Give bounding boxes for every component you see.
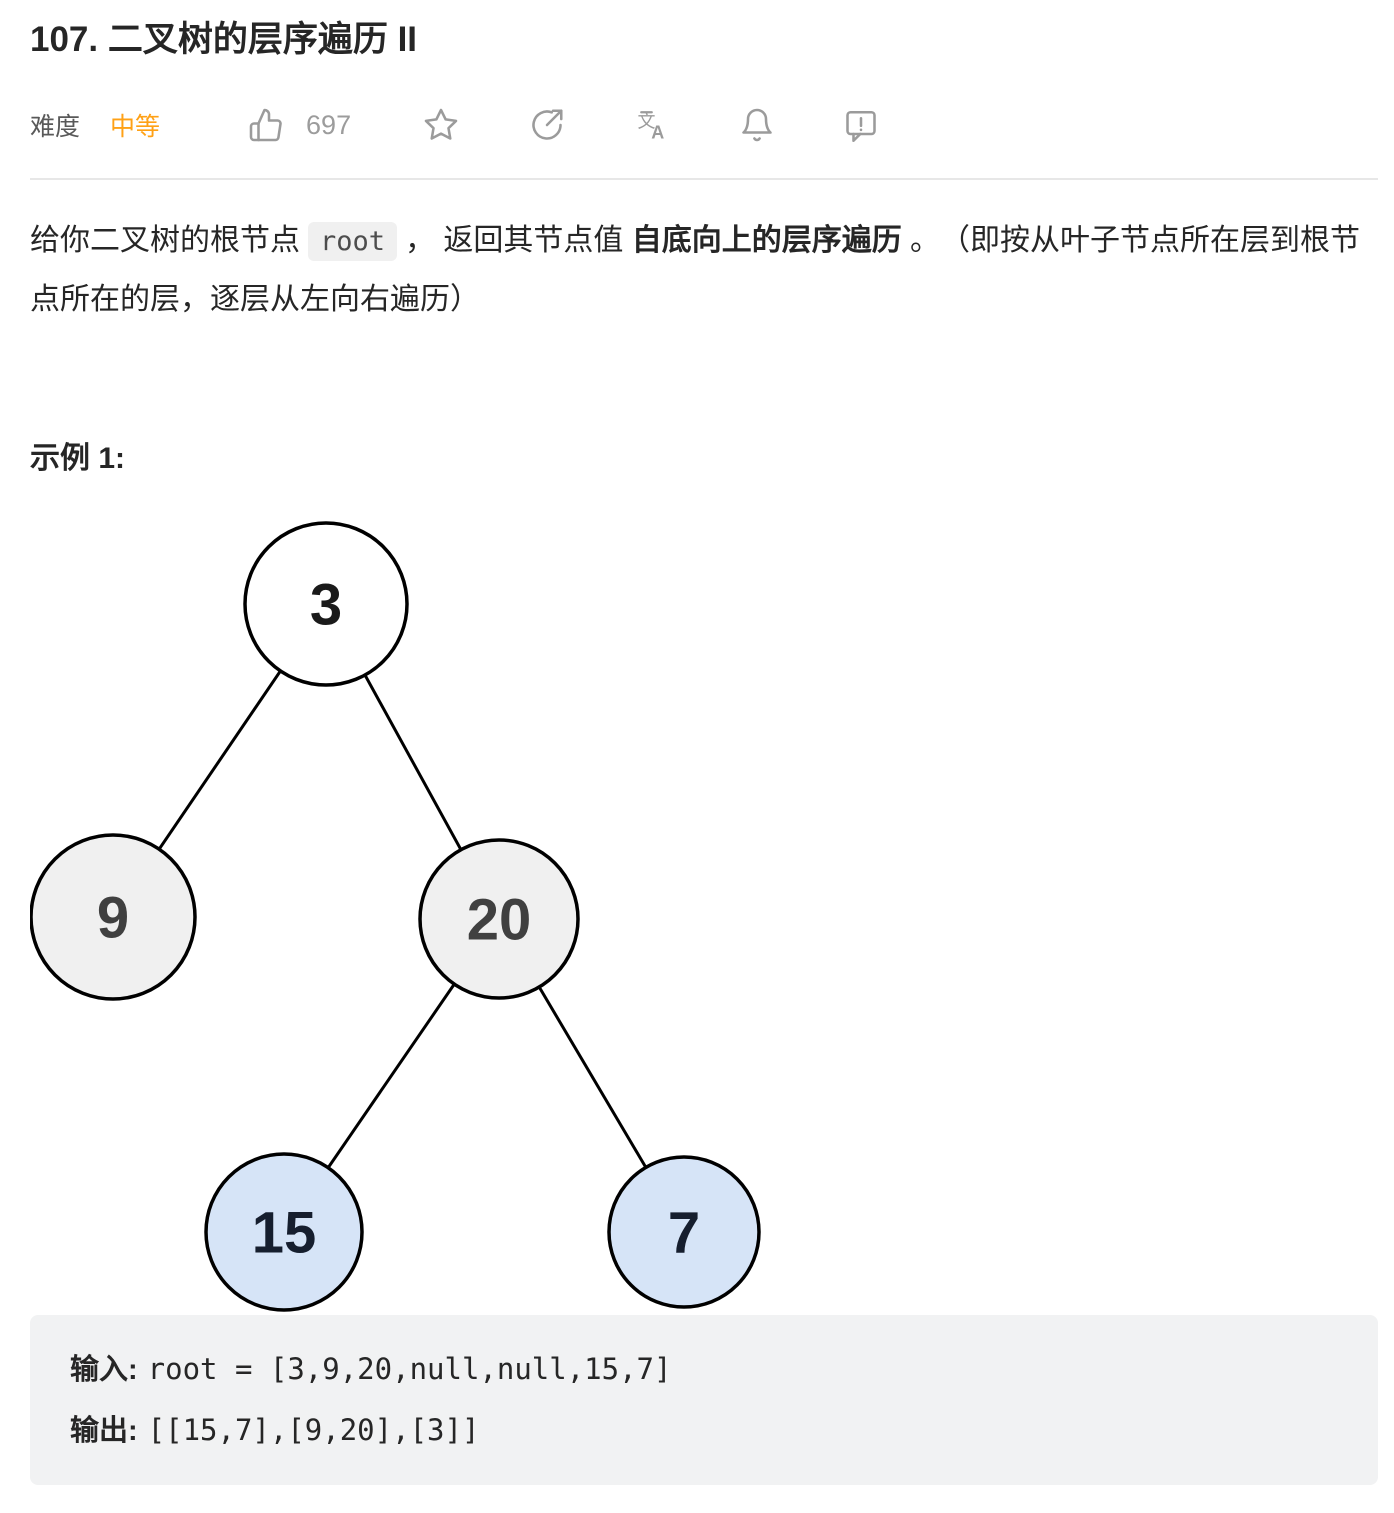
svg-text:文: 文 (638, 111, 656, 131)
output-label: 输出: (70, 1415, 138, 1447)
tree-node-label: 3 (310, 572, 342, 637)
tree-node-15: 15 (204, 1152, 364, 1312)
translate-button[interactable]: 文 A (633, 107, 669, 143)
tree-node-20: 20 (418, 838, 580, 1000)
tree-node-7: 7 (607, 1155, 761, 1309)
share-button[interactable] (529, 107, 565, 143)
description-text-1: 给你二叉树的根节点 (30, 224, 300, 257)
translate-icon: 文 A (638, 111, 664, 143)
example-heading: 示例 1: (30, 442, 126, 475)
binary-tree-diagram: 3 9 20 15 7 (30, 521, 761, 1312)
tree-node-circle (204, 1152, 364, 1312)
thumbs-up-icon (249, 108, 282, 142)
divider (30, 178, 1378, 180)
tree-node-circle (607, 1155, 761, 1309)
difficulty-label: 难度 (30, 113, 81, 141)
tree-node-circle (243, 521, 409, 687)
bell-icon (742, 108, 772, 142)
example-io-block: 输入: root = [3,9,20,null,null,15,7] 输出: [[1… (30, 1315, 1378, 1485)
svg-text:A: A (651, 123, 664, 143)
feedback-button[interactable] (843, 107, 879, 143)
share-icon (532, 109, 563, 140)
favorite-button[interactable] (423, 107, 459, 143)
input-label: 输入: (70, 1354, 138, 1386)
root-inline-code: root (308, 222, 398, 261)
problem-toolbar: 难度 中等 697 文 A (30, 102, 1378, 148)
tree-node-circle (418, 838, 580, 1000)
difficulty-badge[interactable]: 中等 (110, 113, 161, 141)
star-icon (424, 108, 458, 140)
description-text-3: 。 （即按从叶子节点所在层到根节点所在的层，逐层从左向右遍历） (30, 224, 1361, 316)
output-value: [[15,7],[9,20],[3]] (147, 1413, 480, 1447)
description-text-2: ， 返回其节点值 (405, 224, 632, 257)
like-button[interactable] (248, 107, 284, 143)
tree-node-label: 9 (97, 885, 129, 950)
notification-button[interactable] (739, 107, 775, 143)
problem-title: 107. 二叉树的层序遍历 II (30, 20, 418, 59)
tree-node-9: 9 (30, 833, 197, 1001)
tree-node-3: 3 (243, 521, 409, 687)
description-bold-text: 自底向上的层序遍历 (631, 224, 902, 257)
tree-node-circle (30, 833, 197, 1001)
tree-edges (111, 603, 686, 1233)
tree-node-label: 20 (467, 887, 532, 952)
tree-node-label: 7 (668, 1200, 700, 1265)
tree-node-label: 15 (252, 1200, 317, 1265)
feedback-icon (846, 110, 876, 143)
like-count: 697 (306, 109, 352, 140)
input-value: root = [3,9,20,null,null,15,7] (147, 1352, 672, 1386)
example-output-line: 输出: [[15,7],[9,20],[3]] (70, 1400, 1338, 1461)
example-input-line: 输入: root = [3,9,20,null,null,15,7] (70, 1339, 1338, 1400)
